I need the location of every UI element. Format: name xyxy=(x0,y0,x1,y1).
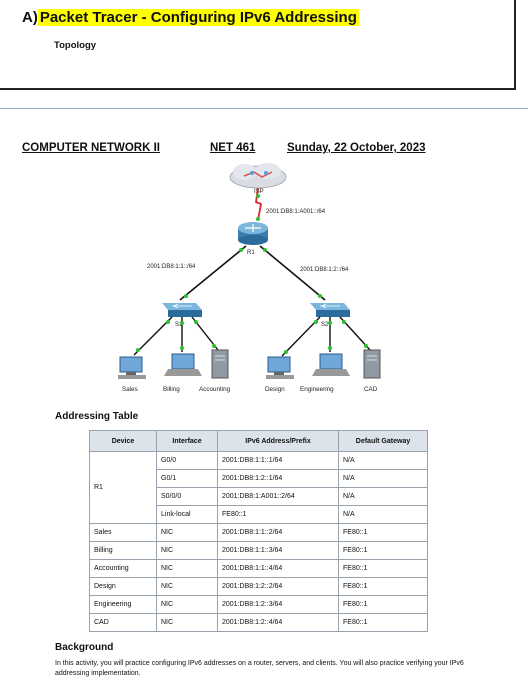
accounting-server-icon xyxy=(211,349,229,379)
billing-laptop-icon xyxy=(164,353,202,376)
cell-address: 2001:DB8:1:1::4/64 xyxy=(217,559,339,578)
background-text: In this activity, you will practice conf… xyxy=(55,660,464,677)
cell-device: Billing xyxy=(89,541,157,560)
cell-interface: Link-local xyxy=(156,505,218,524)
network-topology-diagram: ISP 2001:DB8:1:A001::/64 R1 2001:DB8:1:1… xyxy=(118,163,381,393)
cell-device: Accounting xyxy=(89,559,157,578)
table-row: R1 G0/0 2001:DB8:1:1::1/64 N/A xyxy=(89,451,428,524)
cell-interface: G0/0 xyxy=(156,451,218,470)
cell-interface: NIC xyxy=(156,541,218,560)
isp-cloud-icon xyxy=(229,163,287,189)
cell-gateway: FE80::1 xyxy=(338,595,428,614)
cell-address: 2001:DB8:1:1::3/64 xyxy=(217,541,339,560)
cell-gateway: FE80::1 xyxy=(338,613,428,632)
cell-interface: S0/0/0 xyxy=(156,487,218,506)
cell-interface: NIC xyxy=(156,613,218,632)
cell-device: Engineering xyxy=(89,595,157,614)
cell-address: 2001:DB8:1:A001::2/64 xyxy=(217,487,339,506)
col-header-gateway: Default Gateway xyxy=(338,430,428,452)
table-row: Design NIC 2001:DB8:1:2::2/64 FE80::1 xyxy=(89,577,428,596)
r1-label: R1 xyxy=(247,250,255,256)
table-row: Engineering NIC 2001:DB8:1:2::3/64 FE80:… xyxy=(89,595,428,614)
cell-address: 2001:DB8:1:2::4/64 xyxy=(217,613,339,632)
link-left-label: 2001:DB8:1:1::/64 xyxy=(147,264,196,270)
col-header-interface: Interface xyxy=(156,430,218,452)
engineering-laptop-icon xyxy=(312,353,350,376)
cell-address: 2001:DB8:1:2::3/64 xyxy=(217,595,339,614)
switch-s1-icon xyxy=(162,303,202,317)
divider xyxy=(0,108,528,109)
page-title: A)Packet Tracer - Configuring IPv6 Addre… xyxy=(22,9,359,26)
course-date: Sunday, 22 October, 2023 xyxy=(287,142,426,154)
cell-device: CAD xyxy=(89,613,157,632)
highlighted-title: Packet Tracer - Configuring IPv6 Address… xyxy=(37,9,359,26)
addressing-table-title: Addressing Table xyxy=(55,411,139,422)
cell-gateway: N/A xyxy=(338,505,428,524)
device-label-billing: Billing xyxy=(163,386,180,393)
cell-gateway: N/A xyxy=(338,469,428,488)
cell-gateway: FE80::1 xyxy=(338,577,428,596)
table-row: G0/1 2001:DB8:1:2::1/64 N/A xyxy=(90,469,428,488)
course-code: NET 461 xyxy=(210,142,256,154)
isp-label: ISP xyxy=(254,189,264,195)
cell-interface: NIC xyxy=(156,577,218,596)
device-label-engineering: Engineering xyxy=(300,386,334,393)
cell-gateway: N/A xyxy=(338,451,428,470)
table-row: Accounting NIC 2001:DB8:1:1::4/64 FE80::… xyxy=(89,559,428,578)
col-header-device: Device xyxy=(89,430,157,452)
cell-gateway: N/A xyxy=(338,487,428,506)
device-label-cad: CAD xyxy=(364,386,378,393)
router-icon xyxy=(238,222,268,245)
course-name: COMPUTER NETWORK II xyxy=(22,142,160,154)
cell-device: R1 xyxy=(89,451,157,524)
cell-interface: G0/1 xyxy=(156,469,218,488)
addressing-table: Device Interface IPv6 Address/Prefix Def… xyxy=(89,430,428,632)
table-row: Sales NIC 2001:DB8:1:1::2/64 FE80::1 xyxy=(89,523,428,542)
device-label-sales: Sales xyxy=(122,386,138,393)
cell-gateway: FE80::1 xyxy=(338,541,428,560)
link-right-label: 2001:DB8:1:2::/64 xyxy=(300,267,349,273)
cell-address: 2001:DB8:1:1::2/64 xyxy=(217,523,339,542)
table-row: Billing NIC 2001:DB8:1:1::3/64 FE80::1 xyxy=(89,541,428,560)
cell-device: Sales xyxy=(89,523,157,542)
link-isp-label: 2001:DB8:1:A001::/64 xyxy=(266,209,326,215)
s2-label: S2 xyxy=(321,322,329,328)
s1-label: S1 xyxy=(175,322,183,328)
device-label-accounting: Accounting xyxy=(199,386,231,393)
cad-server-icon xyxy=(363,349,381,379)
background-heading: Background xyxy=(55,642,114,653)
cell-address: 2001:DB8:1:2::2/64 xyxy=(217,577,339,596)
cell-address: FE80::1 xyxy=(217,505,339,524)
cell-address: 2001:DB8:1:1::1/64 xyxy=(217,451,339,470)
design-pc-icon xyxy=(266,356,294,379)
cell-device: Design xyxy=(89,577,157,596)
col-header-address: IPv6 Address/Prefix xyxy=(217,430,339,452)
cell-gateway: FE80::1 xyxy=(338,523,428,542)
sales-pc-icon xyxy=(118,356,146,379)
cell-address: 2001:DB8:1:2::1/64 xyxy=(217,469,339,488)
cell-gateway: FE80::1 xyxy=(338,559,428,578)
cell-interface: NIC xyxy=(156,559,218,578)
table-row: CAD NIC 2001:DB8:1:2::4/64 FE80::1 xyxy=(89,613,428,632)
cell-interface: NIC xyxy=(156,595,218,614)
switch-s2-icon xyxy=(310,303,350,317)
table-row: Link-local FE80::1 N/A xyxy=(90,505,428,524)
header-box xyxy=(0,0,516,90)
device-label-design: Design xyxy=(265,386,285,393)
topology-label: Topology xyxy=(54,40,97,51)
cell-interface: NIC xyxy=(156,523,218,542)
